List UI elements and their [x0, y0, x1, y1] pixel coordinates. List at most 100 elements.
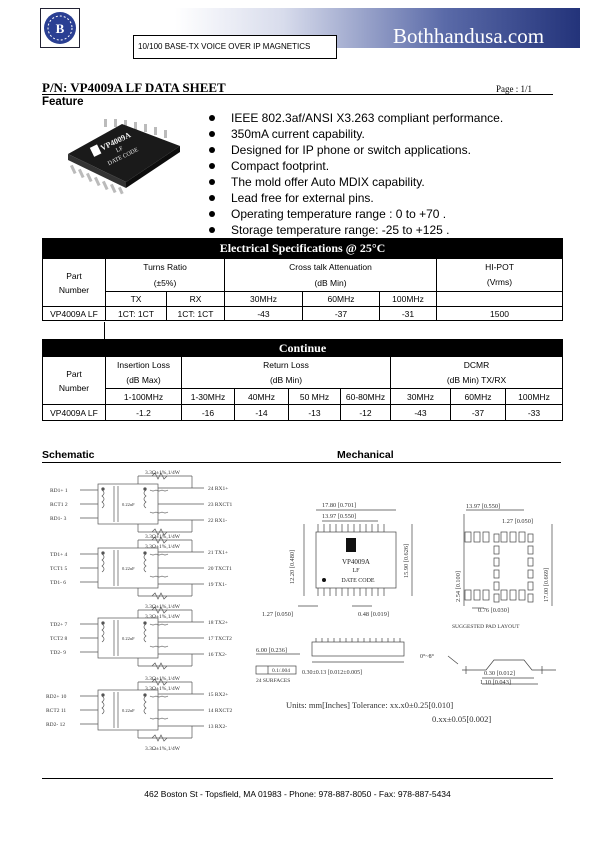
pin-label: 22 RX1- [208, 518, 227, 524]
table-heading: Continue [42, 339, 563, 357]
freq-header: 30MHz [390, 388, 451, 405]
product-subtitle: 10/100 BASE-TX VOICE OVER IP MAGNETICS [133, 35, 337, 59]
pin-label: 19 TX1- [208, 582, 227, 588]
pin-label: 18 TX2+ [208, 620, 228, 626]
angle-label: 0°~8° [420, 653, 435, 660]
dim-label: 12.20 [0.480] [289, 550, 296, 584]
part-number-header: Part Number [42, 356, 106, 405]
return-header: Return Loss [181, 356, 391, 373]
resistor-label: 3.3Ω±1%,1/4W [145, 676, 181, 682]
pin-label: 20 TXCT1 [208, 566, 232, 572]
footer-address: 462 Boston St - Topsfield, MA 01983 - Ph… [144, 789, 451, 799]
cell-value: -33 [505, 404, 563, 421]
pin1-dot [322, 578, 326, 582]
pin-label: 13 RX2- [208, 724, 227, 730]
dim-label: 0.76 [0.030] [478, 607, 509, 614]
pin-label: 23 RXCT1 [208, 502, 233, 508]
pin-label: TCT2 8 [50, 636, 68, 642]
dim-label: 2.54 [0.100] [455, 571, 462, 602]
surfaces-label: 24 SURFACES [256, 678, 290, 684]
cell-rx: 1CT: 1CT [166, 306, 225, 321]
turns-ratio-tolerance: (±5%) [105, 274, 225, 292]
freq-header: 1-30MHz [181, 388, 235, 405]
dim-label: 1.27 [0.050] [502, 518, 533, 525]
dim-label: 15.90 [0.626] [403, 544, 410, 578]
cell-part: VP4009A LF [42, 306, 106, 321]
pin-label: RD2+ 10 [46, 694, 67, 700]
pin-label: TCT1 5 [50, 566, 68, 572]
electrical-spec-table: Electrical Specifications @ 25°C Part Nu… [42, 238, 563, 321]
insertion-unit: (dB Max) [105, 372, 182, 389]
chip-label-lf: LF [115, 145, 125, 154]
part-number-header: Part Number [42, 258, 106, 307]
pin-label: TD2+ 7 [50, 622, 68, 628]
pin-label: TD2- 9 [50, 650, 66, 656]
units-label: Units: mm[Inches] Tolerance: xx.x0±0.25[… [286, 700, 453, 710]
pin-label: RCT2 11 [46, 708, 66, 714]
cell-part: VP4009A LF [42, 404, 106, 421]
pin-label: 14 RXCT2 [208, 708, 233, 714]
dim-label: 1.10 [0.043] [480, 679, 511, 686]
capacitor-label: 0.22uF [122, 502, 135, 507]
footer-divider [42, 778, 553, 779]
section-divider [42, 462, 561, 463]
flatness-label: 0.1/.004 [272, 668, 290, 674]
pin-label: RD2- 12 [46, 722, 65, 728]
pin-label: 17 TXCT2 [208, 636, 232, 642]
freq-header: 60-80MHz [340, 388, 391, 405]
pin-label: 24 RX1+ [208, 486, 228, 492]
pin-label: RD1- 3 [50, 516, 67, 522]
chip-marking: VP4009A LF DATE CODE [322, 538, 375, 584]
cell-value: -14 [234, 404, 289, 421]
pin-label: RD1+ 1 [50, 488, 68, 494]
cell-tx: 1CT: 1CT [105, 306, 167, 321]
feature-item: 350mA current capability. [208, 126, 503, 142]
page-title: P/N: VP4009A LF DATA SHEET [42, 80, 226, 95]
feature-item: Lead free for external pins. [208, 190, 503, 206]
resistor-label: 3.3Ω±1%,1/4W [145, 686, 181, 692]
pin-label: TD1+ 4 [50, 552, 68, 558]
freq-30-header: 30MHz [224, 291, 303, 307]
continue-spec-table: Continue Part Number Insertion Loss Retu… [42, 339, 563, 421]
title-divider [42, 94, 553, 95]
freq-header: 100MHz [505, 388, 563, 405]
freq-100-header: 100MHz [379, 291, 437, 307]
freq-header: 40MHz [234, 388, 289, 405]
dim-label: 0.30 [0.012] [484, 670, 515, 677]
schematic-diagram: 3.3Ω±1%,1/4W 3.3Ω±1%,1/4W 3.3Ω±1%,1/4W 3… [46, 470, 233, 752]
capacitor-label: 0.22uF [122, 566, 135, 571]
feature-item: Storage temperature range: -25 to +125 . [208, 222, 503, 238]
cell-hipot: 1500 [436, 306, 563, 321]
chip-label-datecode: DATE CODE [341, 578, 374, 584]
hipot-unit: (Vrms) [486, 277, 513, 287]
pin-label: 21 TX1+ [208, 550, 228, 556]
dcmr-unit: (dB Min) TX/RX [390, 372, 563, 389]
pin-label: 15 RX2+ [208, 692, 228, 698]
pin-label: 16 TX2- [208, 652, 227, 658]
feature-item: IEEE 802.3af/ANSI X3.263 compliant perfo… [208, 110, 503, 126]
table-connector [104, 322, 105, 340]
component-image: VP4009A LF DATE CODE [64, 116, 184, 196]
logo-mark [346, 538, 356, 552]
brand-name: Bothhandusa.com [393, 24, 545, 48]
hipot-header: HI-POT (Vrms) [436, 258, 563, 292]
freq-header: 50 MHz [288, 388, 341, 405]
crosstalk-unit: (dB Min) [224, 274, 437, 292]
mechanical-drawing: 17.80 [0.701] 13.97 [0.550] 13.97 [0.550… [255, 502, 556, 724]
feature-item: The mold offer Auto MDIX capability. [208, 174, 503, 190]
feature-item: Compact footprint. [208, 158, 503, 174]
hipot-label: HI-POT [485, 262, 514, 272]
freq-header: 1-100MHz [105, 388, 182, 405]
freq-header: 60MHz [450, 388, 506, 405]
rx-header: RX [166, 291, 225, 307]
resistor-label: 3.3Ω±1%,1/4W [145, 534, 181, 540]
tx-header: TX [105, 291, 167, 307]
dcmr-header: DCMR [390, 356, 563, 373]
pad-layout-label: SUGGESTED PAD LAYOUT [452, 624, 520, 630]
turns-ratio-header: Turns Ratio [105, 258, 225, 275]
cell-value: -16 [181, 404, 235, 421]
return-unit: (dB Min) [181, 372, 391, 389]
cell-value: -12 [340, 404, 391, 421]
dim-label: 0.48 [0.019] [358, 611, 389, 618]
svg-text:B: B [56, 21, 65, 36]
